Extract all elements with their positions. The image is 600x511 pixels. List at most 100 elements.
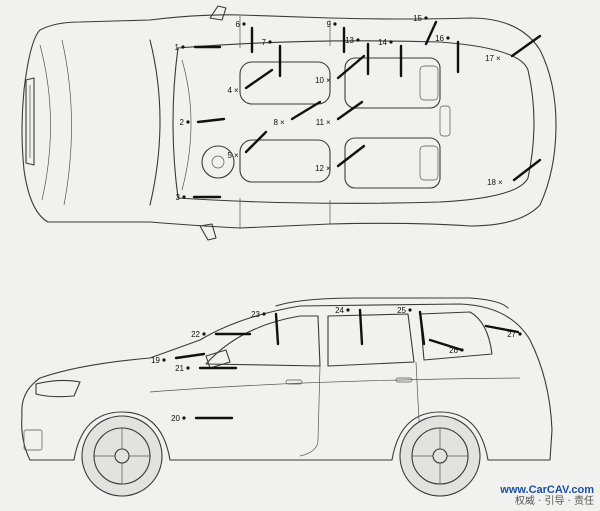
watermark-tagline: 权威 · 引导 · 责任: [514, 496, 594, 507]
sensor-cross-icon: ×: [498, 178, 503, 187]
sensor-cross-icon: ×: [326, 76, 331, 85]
sensor-label-21: 21: [175, 364, 184, 373]
sensor-dot-icon: [346, 308, 350, 312]
sensor-label-10: 10: [315, 76, 324, 85]
sensor-marker-27: 27: [484, 324, 522, 339]
sensor-marker-19: 19: [151, 352, 206, 365]
sensor-marker-16: 16: [435, 34, 460, 74]
sensor-bar: [174, 352, 206, 360]
sensor-label-26: 26: [449, 346, 458, 355]
sensor-marker-14: 14: [378, 38, 403, 78]
sensor-marker-20: 20: [171, 414, 234, 423]
sensor-marker-5: 5×: [228, 130, 268, 160]
sensor-dot-icon: [262, 312, 266, 316]
sensor-label-8: 8: [274, 118, 279, 127]
rear-window: [327, 313, 415, 367]
front-left-seat: [239, 61, 331, 105]
side-view-body-outline: [21, 303, 553, 461]
top-view-mirror-right: [199, 223, 217, 241]
top-view-windshield: [149, 39, 161, 206]
side-view-sensor-markers: 19 20 21 22 23 24 25 26 27: [151, 306, 522, 423]
sensor-dot-icon: [424, 16, 428, 20]
sensor-marker-4: 4×: [228, 68, 274, 95]
sensor-marker-15: 15: [413, 14, 438, 46]
sensor-label-20: 20: [171, 414, 180, 423]
sensor-marker-10: 10×: [315, 54, 366, 85]
sensor-marker-26: 26: [428, 338, 464, 355]
sensor-marker-12: 12×: [315, 144, 366, 173]
sensor-label-5: 5: [228, 151, 233, 160]
sensor-marker-6: 6: [236, 20, 254, 54]
sensor-cross-icon: ×: [496, 54, 501, 63]
sensor-label-14: 14: [378, 38, 387, 47]
sensor-dot-icon: [162, 358, 166, 362]
sensor-label-3: 3: [176, 193, 181, 202]
sensor-dot-icon: [518, 332, 522, 336]
sensor-marker-25: 25: [397, 306, 426, 346]
sensor-label-27: 27: [507, 330, 516, 339]
sensor-cross-icon: ×: [326, 164, 331, 173]
sensor-bar: [244, 130, 268, 154]
watermark: www.CarCAV.com 权威 · 引导 · 责任: [500, 484, 594, 507]
sensor-dot-icon: [182, 416, 186, 420]
sensor-marker-9: 9: [327, 20, 346, 54]
sensor-dot-icon: [186, 120, 190, 124]
sensor-label-23: 23: [251, 310, 260, 319]
sensor-bar: [290, 100, 322, 121]
sensor-label-11: 11: [316, 118, 325, 127]
sensor-label-19: 19: [151, 356, 160, 365]
sensor-label-17: 17: [485, 54, 494, 63]
sensor-dot-icon: [356, 38, 360, 42]
sensor-bar: [244, 68, 274, 90]
sensor-label-9: 9: [327, 20, 332, 29]
side-view-mirror: [205, 349, 231, 369]
sensor-dot-icon: [242, 22, 246, 26]
sensor-cross-icon: ×: [234, 151, 239, 160]
sensor-label-4: 4: [228, 86, 233, 95]
sensor-dot-icon: [389, 40, 393, 44]
sensor-marker-1: 1: [175, 43, 222, 52]
sensor-label-18: 18: [487, 178, 496, 187]
sensor-cross-icon: ×: [280, 118, 285, 127]
sensor-bar: [418, 310, 426, 346]
sensor-label-1: 1: [175, 43, 180, 52]
sensor-bar: [512, 158, 542, 182]
sensor-label-25: 25: [397, 306, 406, 315]
sensor-dot-icon: [333, 22, 337, 26]
roof-rail: [275, 297, 509, 309]
sensor-marker-8: 8×: [274, 100, 322, 127]
sensor-marker-21: 21: [175, 364, 238, 373]
sensor-marker-22: 22: [191, 330, 252, 339]
sensor-bar: [358, 308, 364, 346]
headlight: [35, 379, 81, 398]
sensor-label-13: 13: [345, 36, 354, 45]
sensor-bar: [336, 100, 364, 121]
sensor-bar: [274, 312, 280, 346]
sensor-marker-13: 13: [345, 36, 370, 76]
sensor-dot-icon: [446, 36, 450, 40]
sensor-marker-2: 2: [180, 117, 226, 127]
top-view-car: [21, 5, 557, 241]
sensor-label-22: 22: [191, 330, 200, 339]
side-view-car: [21, 297, 553, 497]
rear-quarter-window: [419, 311, 493, 361]
front-window: [205, 315, 321, 367]
sensor-dot-icon: [182, 195, 186, 199]
sensor-bar: [336, 54, 366, 80]
sensor-marker-3: 3: [176, 193, 222, 202]
sensor-marker-11: 11×: [316, 100, 364, 127]
sensor-dot-icon: [202, 332, 206, 336]
sensor-label-24: 24: [335, 306, 344, 315]
steering-wheel: [201, 145, 235, 179]
sensor-bar: [196, 117, 226, 124]
rear-bench-right: [344, 137, 441, 189]
rear-bench-left: [344, 57, 441, 109]
sensor-dot-icon: [181, 45, 185, 49]
sensor-label-15: 15: [413, 14, 422, 23]
sensor-bar: [428, 338, 464, 352]
sensor-marker-23: 23: [251, 310, 280, 346]
top-view-grille: [25, 77, 35, 166]
